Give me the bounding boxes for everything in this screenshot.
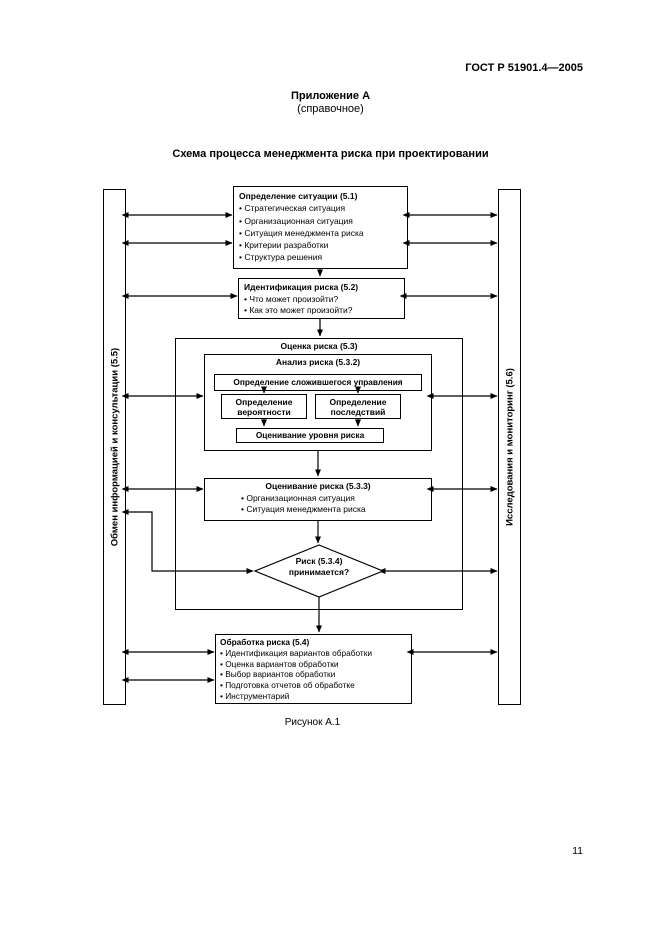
- risk-identification-box-title: Идентификация риска (5.2): [244, 282, 359, 292]
- risk-identification-box: Идентификация риска (5.2) Что может прои…: [238, 278, 405, 319]
- bullet-item: Структура решения: [239, 251, 402, 263]
- doc-number: ГОСТ Р 51901.4—2005: [465, 62, 583, 74]
- bullet-item: Организационная ситуация: [205, 493, 431, 505]
- risk-treatment-box-title: Обработка риска (5.4): [220, 637, 310, 647]
- risk-treatment-box: Обработка риска (5.4) Идентификация вари…: [215, 634, 412, 704]
- figure-caption: Рисунок А.1: [284, 717, 341, 728]
- monitoring-bar: Исследования и мониторинг (5.6): [498, 189, 521, 705]
- bullet-item: Оценка вариантов обработки: [220, 659, 407, 670]
- bullet-item: Подготовка отчетов об обработке: [220, 680, 407, 691]
- bullet-item: Инструментарий: [220, 691, 407, 702]
- consequence-box: Определение последствий: [315, 394, 401, 419]
- probability-box: Определение вероятности: [221, 394, 307, 419]
- decision-label-line1: Риск (5.3.4): [295, 556, 343, 566]
- page-number: 11: [572, 845, 583, 857]
- bullet-item: Критерии разработки: [239, 239, 402, 251]
- decision-label: Риск (5.3.4) принимается?: [257, 556, 381, 578]
- appendix-subtitle: (справочное): [297, 103, 364, 115]
- risk-analysis-box-title: Анализ риска (5.3.2): [275, 357, 361, 367]
- risk-level-box-label: Оценивание уровня риска: [255, 429, 365, 440]
- appendix-heading: Приложение А (справочное): [0, 90, 661, 116]
- communication-bar: Обмен информацией и консультации (5.5): [103, 189, 126, 705]
- bullet-item: Организационная ситуация: [239, 215, 402, 227]
- bullet-item: Ситуация менеджмента риска: [239, 227, 402, 239]
- context-box-title: Определение ситуации (5.1): [239, 191, 358, 201]
- risk-assessment-box-title: Оценка риска (5.3): [280, 341, 358, 351]
- context-box: Определение ситуации (5.1) Стратегическа…: [233, 186, 408, 269]
- bullet-item: Идентификация вариантов обработки: [220, 648, 407, 659]
- bullet-item: Как это может произойти?: [244, 305, 399, 317]
- decision-label-line2: принимается?: [288, 567, 350, 577]
- bullet-item: Выбор вариантов обработки: [220, 669, 407, 680]
- figure-title: Схема процесса менеджмента риска при про…: [172, 148, 489, 160]
- communication-bar-label: Обмен информацией и консультации (5.5): [109, 347, 120, 547]
- bullet-item: Стратегическая ситуация: [239, 202, 402, 214]
- existing-controls-label: Определение сложившегося управления: [233, 376, 403, 387]
- monitoring-bar-label: Исследования и мониторинг (5.6): [504, 368, 515, 526]
- bullet-item: Ситуация менеджмента риска: [205, 504, 431, 516]
- risk-evaluation-box-title: Оценивание риска (5.3.3): [265, 481, 371, 491]
- probability-box-label: Определение вероятности: [235, 396, 293, 417]
- consequence-box-label: Определение последствий: [329, 396, 387, 417]
- bullet-item: Что может произойти?: [244, 294, 399, 306]
- risk-evaluation-box: Оценивание риска (5.3.3) Организационная…: [204, 478, 432, 521]
- existing-controls-box: Определение сложившегося управления: [214, 374, 422, 391]
- appendix-title: Приложение А: [290, 90, 371, 102]
- risk-level-box: Оценивание уровня риска: [236, 428, 384, 443]
